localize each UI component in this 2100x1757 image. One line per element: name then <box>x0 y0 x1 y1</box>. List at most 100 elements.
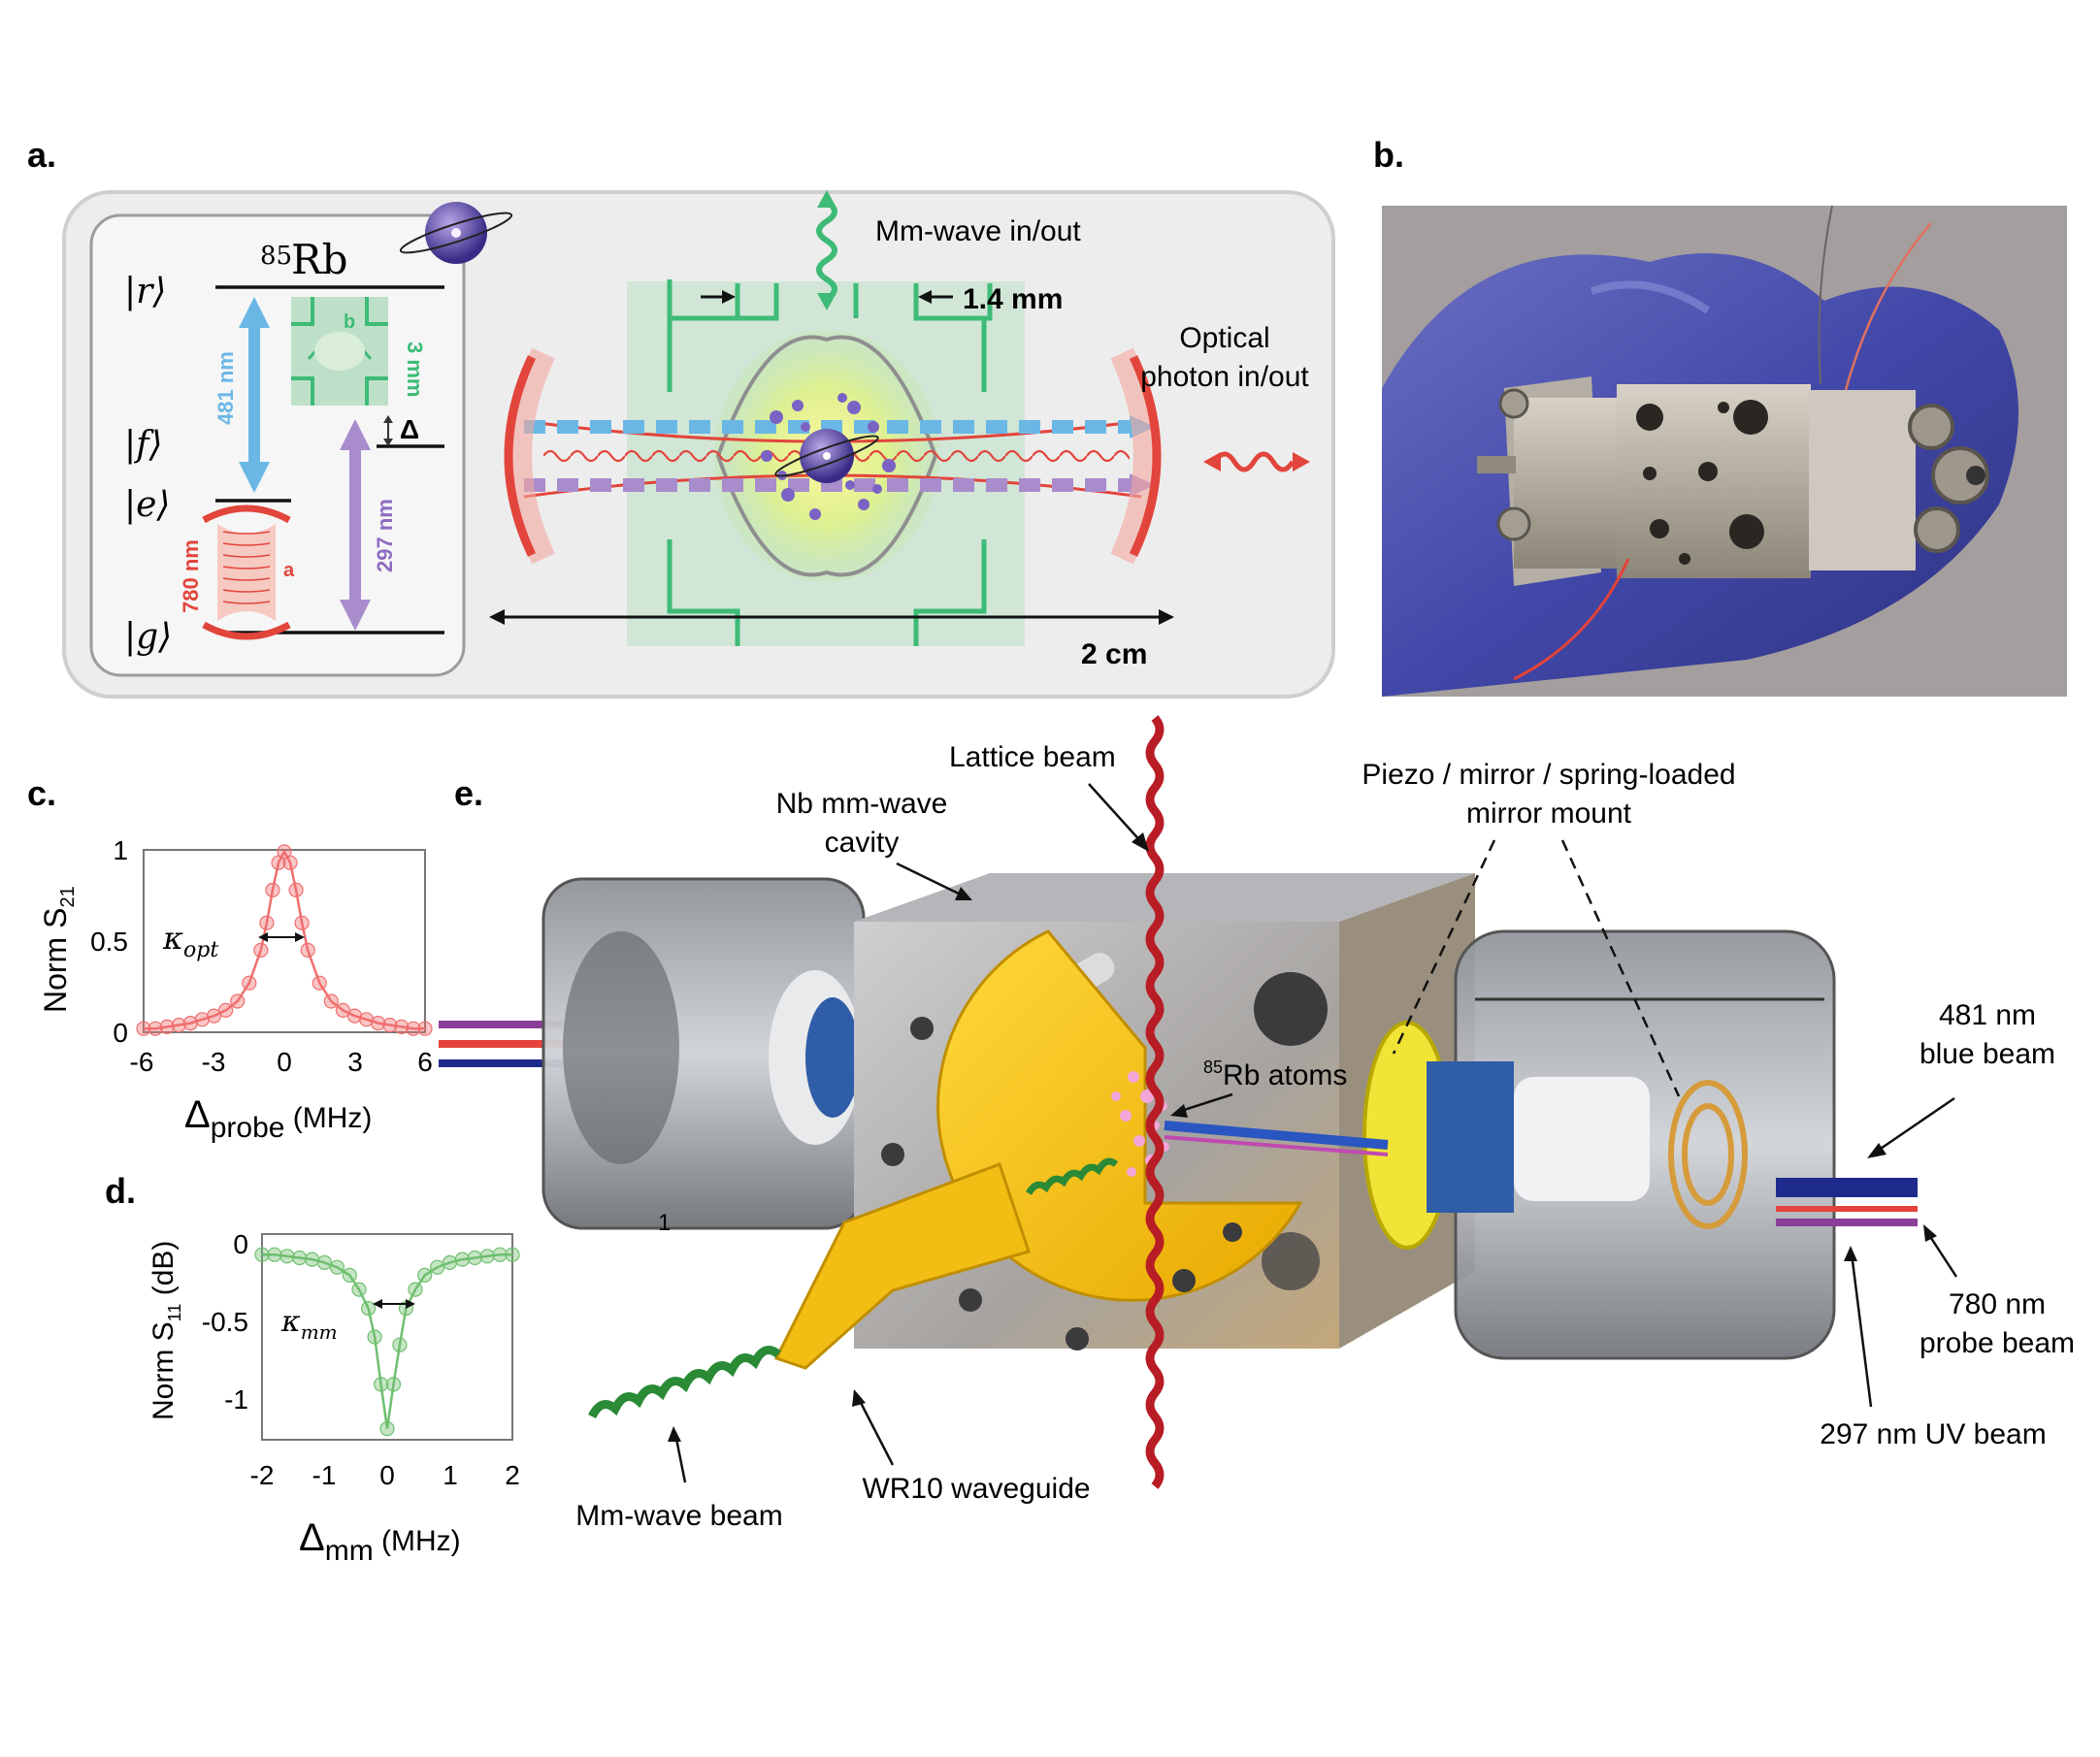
chart-c-point <box>323 993 339 1009</box>
chart-d-point <box>342 1267 357 1284</box>
mm-wave-beam-inner <box>1025 1157 1119 1195</box>
panel-d-chart: 0 -0.5 -1 -2 -1 0 1 2 Norm S11 (dB) Δmm … <box>148 1229 520 1567</box>
chart-c-point <box>206 1008 222 1024</box>
state-f: |f⟩ <box>124 425 163 465</box>
chart-c-xlabel: Δprobe (MHz) <box>184 1093 372 1144</box>
label-297-beam: 297 nm UV beam <box>1820 1418 2046 1450</box>
d-xtick-0: 0 <box>379 1460 395 1490</box>
state-e: |e⟩ <box>124 485 170 525</box>
chart-c-ylabel: Norm S21 <box>38 886 79 1013</box>
delta-marker <box>383 415 393 446</box>
c-xtick-6: 6 <box>417 1047 433 1077</box>
chart-c-point <box>335 1002 350 1019</box>
chart-d-point <box>505 1247 520 1262</box>
chart-d-point <box>385 1377 402 1392</box>
chart-d-point <box>279 1249 295 1264</box>
left-mirror-mount <box>541 877 866 1230</box>
marker-1: 1 <box>658 1210 671 1236</box>
mirror-right <box>1110 347 1159 565</box>
chart-d-point <box>292 1250 308 1266</box>
chart-d-point <box>254 1247 270 1262</box>
chart-d-point <box>267 1247 282 1262</box>
state-r: |r⟩ <box>124 272 166 311</box>
chart-c-point <box>382 1017 398 1033</box>
chart-c-point <box>171 1017 186 1033</box>
size-2cm: 2 cm <box>1081 638 1147 670</box>
label-piezo-1: Piezo / mirror / spring-loaded <box>1362 759 1735 791</box>
label-481: 481 nm <box>213 351 238 425</box>
label-nb-cavity-1: Nb mm-wave <box>776 788 948 820</box>
isotope-mass: 85 <box>260 242 292 271</box>
leader-piezo-2 <box>1560 839 1681 1097</box>
panel-c-chart: 1 0.5 0 -6 -3 0 3 6 Norm S21 Δprobe (MHz… <box>38 835 433 1144</box>
atom-cloud <box>761 393 896 520</box>
chart-c-plot-area <box>143 849 426 1033</box>
c-xtick-3: 3 <box>347 1047 363 1077</box>
label-481-beam-1: 481 nm <box>1939 999 2036 1031</box>
d-xtick-m2: -2 <box>250 1460 275 1490</box>
chart-d-fit-line <box>262 1253 512 1429</box>
mm-wave-icon <box>816 199 837 302</box>
chart-d-point <box>351 1282 367 1297</box>
label-mm-wave-beam: Mm-wave beam <box>575 1500 782 1532</box>
panel-label-e: e. <box>454 773 483 813</box>
chart-c-point <box>371 1015 386 1031</box>
panel-label-b: b. <box>1373 135 1404 175</box>
label-rb-atoms: 85Rb atoms <box>1203 1057 1347 1091</box>
panel-label-c: c. <box>27 773 56 813</box>
d-ytick-m1: -1 <box>224 1384 248 1415</box>
optical-label-2: photon in/out <box>1140 361 1309 393</box>
c-ytick-1: 1 <box>113 835 128 865</box>
chart-c-point <box>406 1021 421 1036</box>
panel-b-photo <box>1382 205 2067 697</box>
optical-photon-icon <box>1212 451 1296 472</box>
chart-c-point <box>218 1002 234 1019</box>
chart-d-point <box>367 1329 382 1345</box>
right-mirror-mount <box>1362 929 1836 1360</box>
label-780: 780 nm <box>179 539 203 613</box>
rydberg-atom-icon <box>399 202 513 264</box>
lattice-beam <box>1145 715 1165 1489</box>
d-ytick-m05: -0.5 <box>202 1307 248 1337</box>
chart-c-point <box>282 855 298 870</box>
label-481-beam-2: blue beam <box>1920 1038 2055 1070</box>
mm-wave-label: Mm-wave in/out <box>875 215 1081 247</box>
wr10-flange <box>773 929 1303 1370</box>
d-ytick-0: 0 <box>233 1229 248 1259</box>
chart-d-point <box>316 1254 333 1271</box>
chart-c-point <box>136 1021 151 1036</box>
d-xtick-2: 2 <box>505 1460 520 1490</box>
panel-label-a: a. <box>27 135 56 175</box>
chart-d-marks <box>254 1247 520 1437</box>
size-1p4mm: 1.4 mm <box>963 283 1063 315</box>
chart-c-point <box>288 882 304 898</box>
chart-d-yticks: 0 -0.5 -1 <box>202 1229 248 1415</box>
chart-c-point <box>312 975 327 991</box>
chart-c-point <box>253 942 269 959</box>
label-wr10-waveguide: WR10 waveguide <box>862 1473 1090 1505</box>
chart-c-point <box>194 1012 210 1027</box>
chart-d-point <box>454 1252 470 1267</box>
mirror-left <box>507 347 555 565</box>
chart-d-annotation: κmm <box>280 1305 338 1344</box>
label-3mm: 3 mm <box>403 342 427 397</box>
optical-label-1: Optical <box>1179 322 1269 354</box>
rb-atoms-cloud <box>1111 1071 1169 1177</box>
chart-d-xticks: -2 -1 0 1 2 <box>250 1460 520 1490</box>
panel-label-d: d. <box>105 1171 136 1211</box>
chart-c-point <box>159 1019 175 1035</box>
inset-a-label: a <box>283 560 295 581</box>
leader-piezo-1 <box>1392 839 1496 1055</box>
chart-d-point <box>408 1282 423 1297</box>
chart-d-point <box>430 1259 445 1275</box>
chart-c-point <box>417 1021 433 1036</box>
chart-d-xlabel: Δmm (MHz) <box>299 1516 461 1567</box>
chart-d-point <box>492 1247 508 1262</box>
chart-c-point <box>294 915 310 930</box>
right-beams <box>1776 1178 1918 1226</box>
chart-d-point <box>374 1377 389 1392</box>
chart-c-marks <box>136 844 433 1036</box>
label-780-beam-1: 780 nm <box>1949 1288 2046 1320</box>
d-xtick-1: 1 <box>443 1460 458 1490</box>
